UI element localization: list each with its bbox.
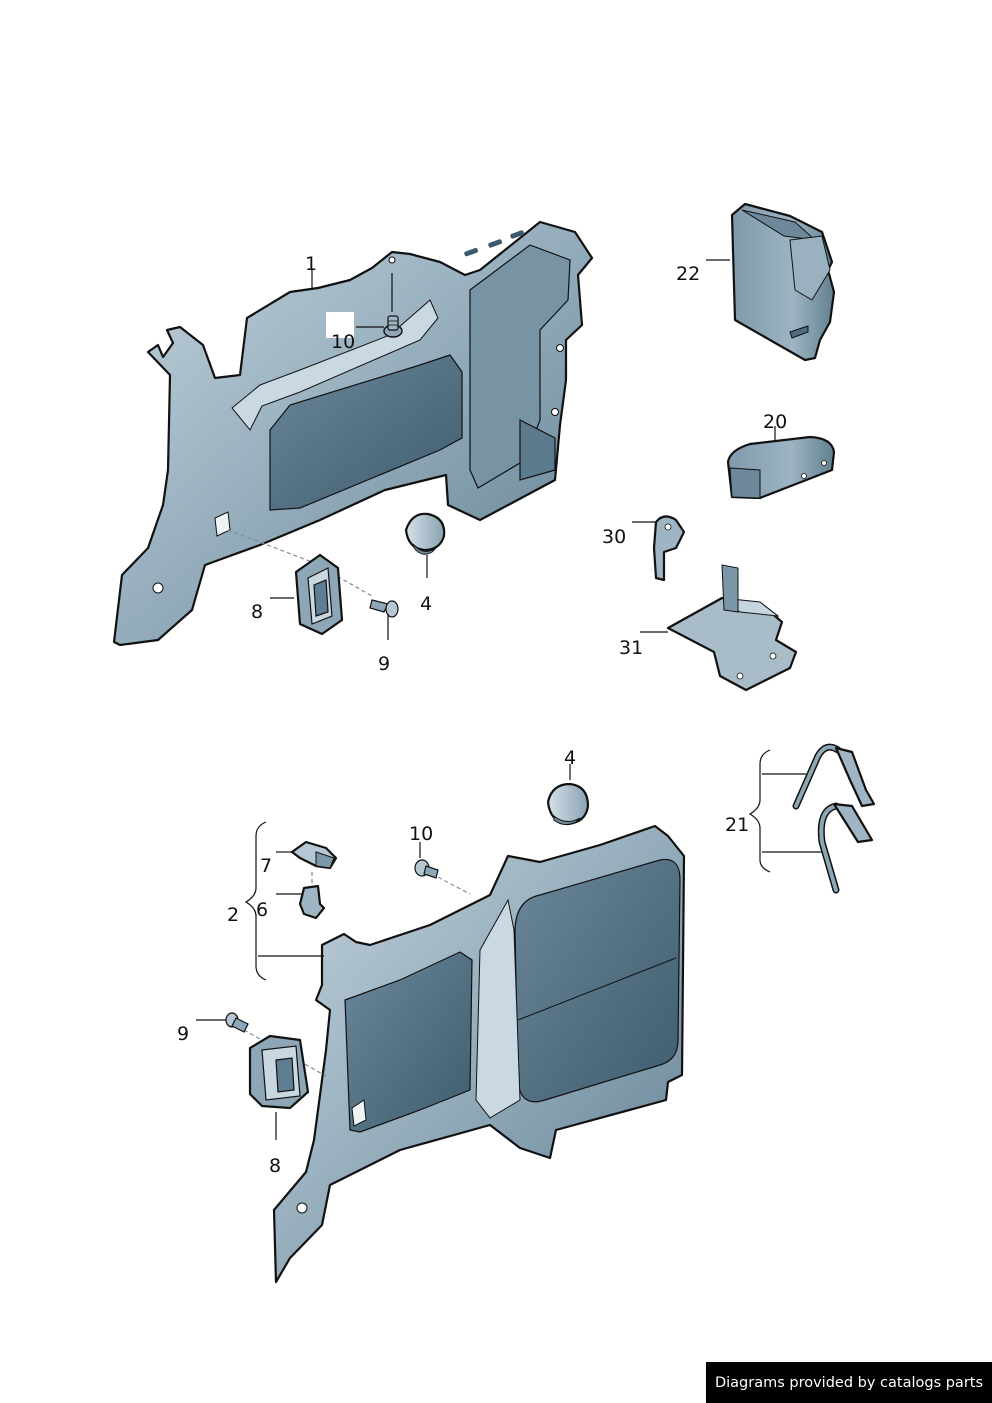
callout-6: 6 [256,899,268,921]
cap-4-bottom [546,782,590,826]
callout-10-top: 10 [331,331,355,353]
top-edge-slots [464,230,525,257]
bracket-part-30 [652,515,686,582]
callout-8-top: 8 [251,601,263,623]
callout-4-bottom: 4 [564,747,576,769]
cover-part-20 [726,435,836,500]
callout-2: 2 [227,904,239,926]
cap-part-7 [290,840,338,870]
bezel-8-bottom [248,1034,310,1110]
callout-30: 30 [602,526,626,548]
cover-part-22 [730,202,836,362]
clip-part-6 [298,884,326,920]
side-trim-panel-right [272,824,686,1284]
screw-9-bottom [225,1012,249,1033]
side-trim-panel-left [112,220,594,647]
label-patch [326,312,354,338]
screw-10-bottom [414,859,439,879]
callout-4-top: 4 [420,593,432,615]
callout-21: 21 [725,814,749,836]
callout-9-bottom: 9 [177,1023,189,1045]
cap-4-top [404,512,446,555]
screw-10-top [383,315,403,338]
callout-8-bottom: 8 [269,1155,281,1177]
callout-20: 20 [763,411,787,433]
bracket-group-21 [748,749,771,873]
callout-labels: 1 10 4 8 9 22 20 30 31 4 10 7 2 6 9 8 21 [177,253,787,1177]
callout-9-top: 9 [378,653,390,675]
callout-10-bottom: 10 [409,823,433,845]
bezel-8-top [294,553,344,636]
callout-31: 31 [619,637,643,659]
bracket-part-31 [666,564,798,692]
bracket-group-2 [244,821,267,981]
callout-7: 7 [260,855,272,877]
callout-22: 22 [676,263,700,285]
credit-banner: Diagrams provided by catalogs parts [706,1362,992,1403]
screw-9-top [369,599,399,618]
leader-lines [196,259,822,1140]
clips-part-21 [792,743,876,894]
callout-1: 1 [305,253,317,275]
